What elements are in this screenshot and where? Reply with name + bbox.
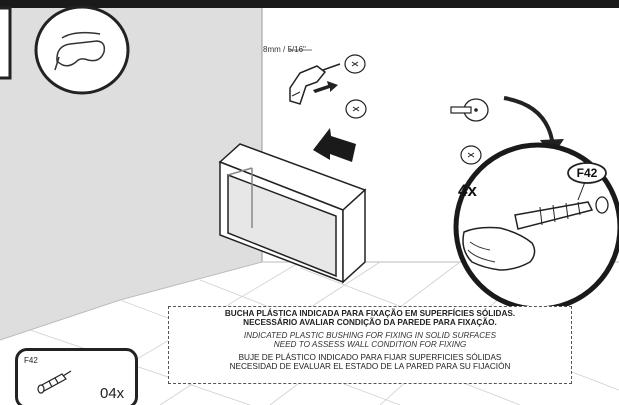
notice-es-line-2: NECESIDAD DE EVALUAR EL ESTADO DE LA PAR… [169, 362, 571, 371]
warning-notice-box: BUCHA PLÁSTICA INDICADA PARA FIXAÇÃO EM … [168, 306, 572, 384]
safety-glasses-icon [36, 7, 128, 93]
drill-bit-size-label: 8mm / 5/16" [263, 45, 306, 54]
parts-box-quantity: 04x [100, 385, 124, 402]
page-tab [0, 8, 10, 78]
notice-pt-line-2: NECESSÁRIO AVALIAR CONDIÇÃO DA PAREDE PA… [169, 318, 571, 327]
notice-es-line-1: BUJE DE PLÁSTICO INDICADO PARA FIJAR SUP… [169, 353, 571, 362]
push-direction-arrow-icon [313, 128, 356, 162]
notice-pt-line-1: BUCHA PLÁSTICA INDICADA PARA FIXAÇÃO EM … [169, 309, 571, 318]
wall-anchor-icon [451, 99, 488, 121]
parts-box: F42 04x [15, 348, 138, 405]
bushing-count-label: 4x [458, 181, 477, 201]
notice-en-line-2: NEED TO ASSESS WALL CONDITION FOR FIXING [169, 340, 571, 349]
parts-box-code: F42 [24, 356, 38, 365]
part-code-label: F42 [571, 166, 603, 180]
notice-en-line-1: INDICATED PLASTIC BUSHING FOR FIXING IN … [169, 331, 571, 340]
